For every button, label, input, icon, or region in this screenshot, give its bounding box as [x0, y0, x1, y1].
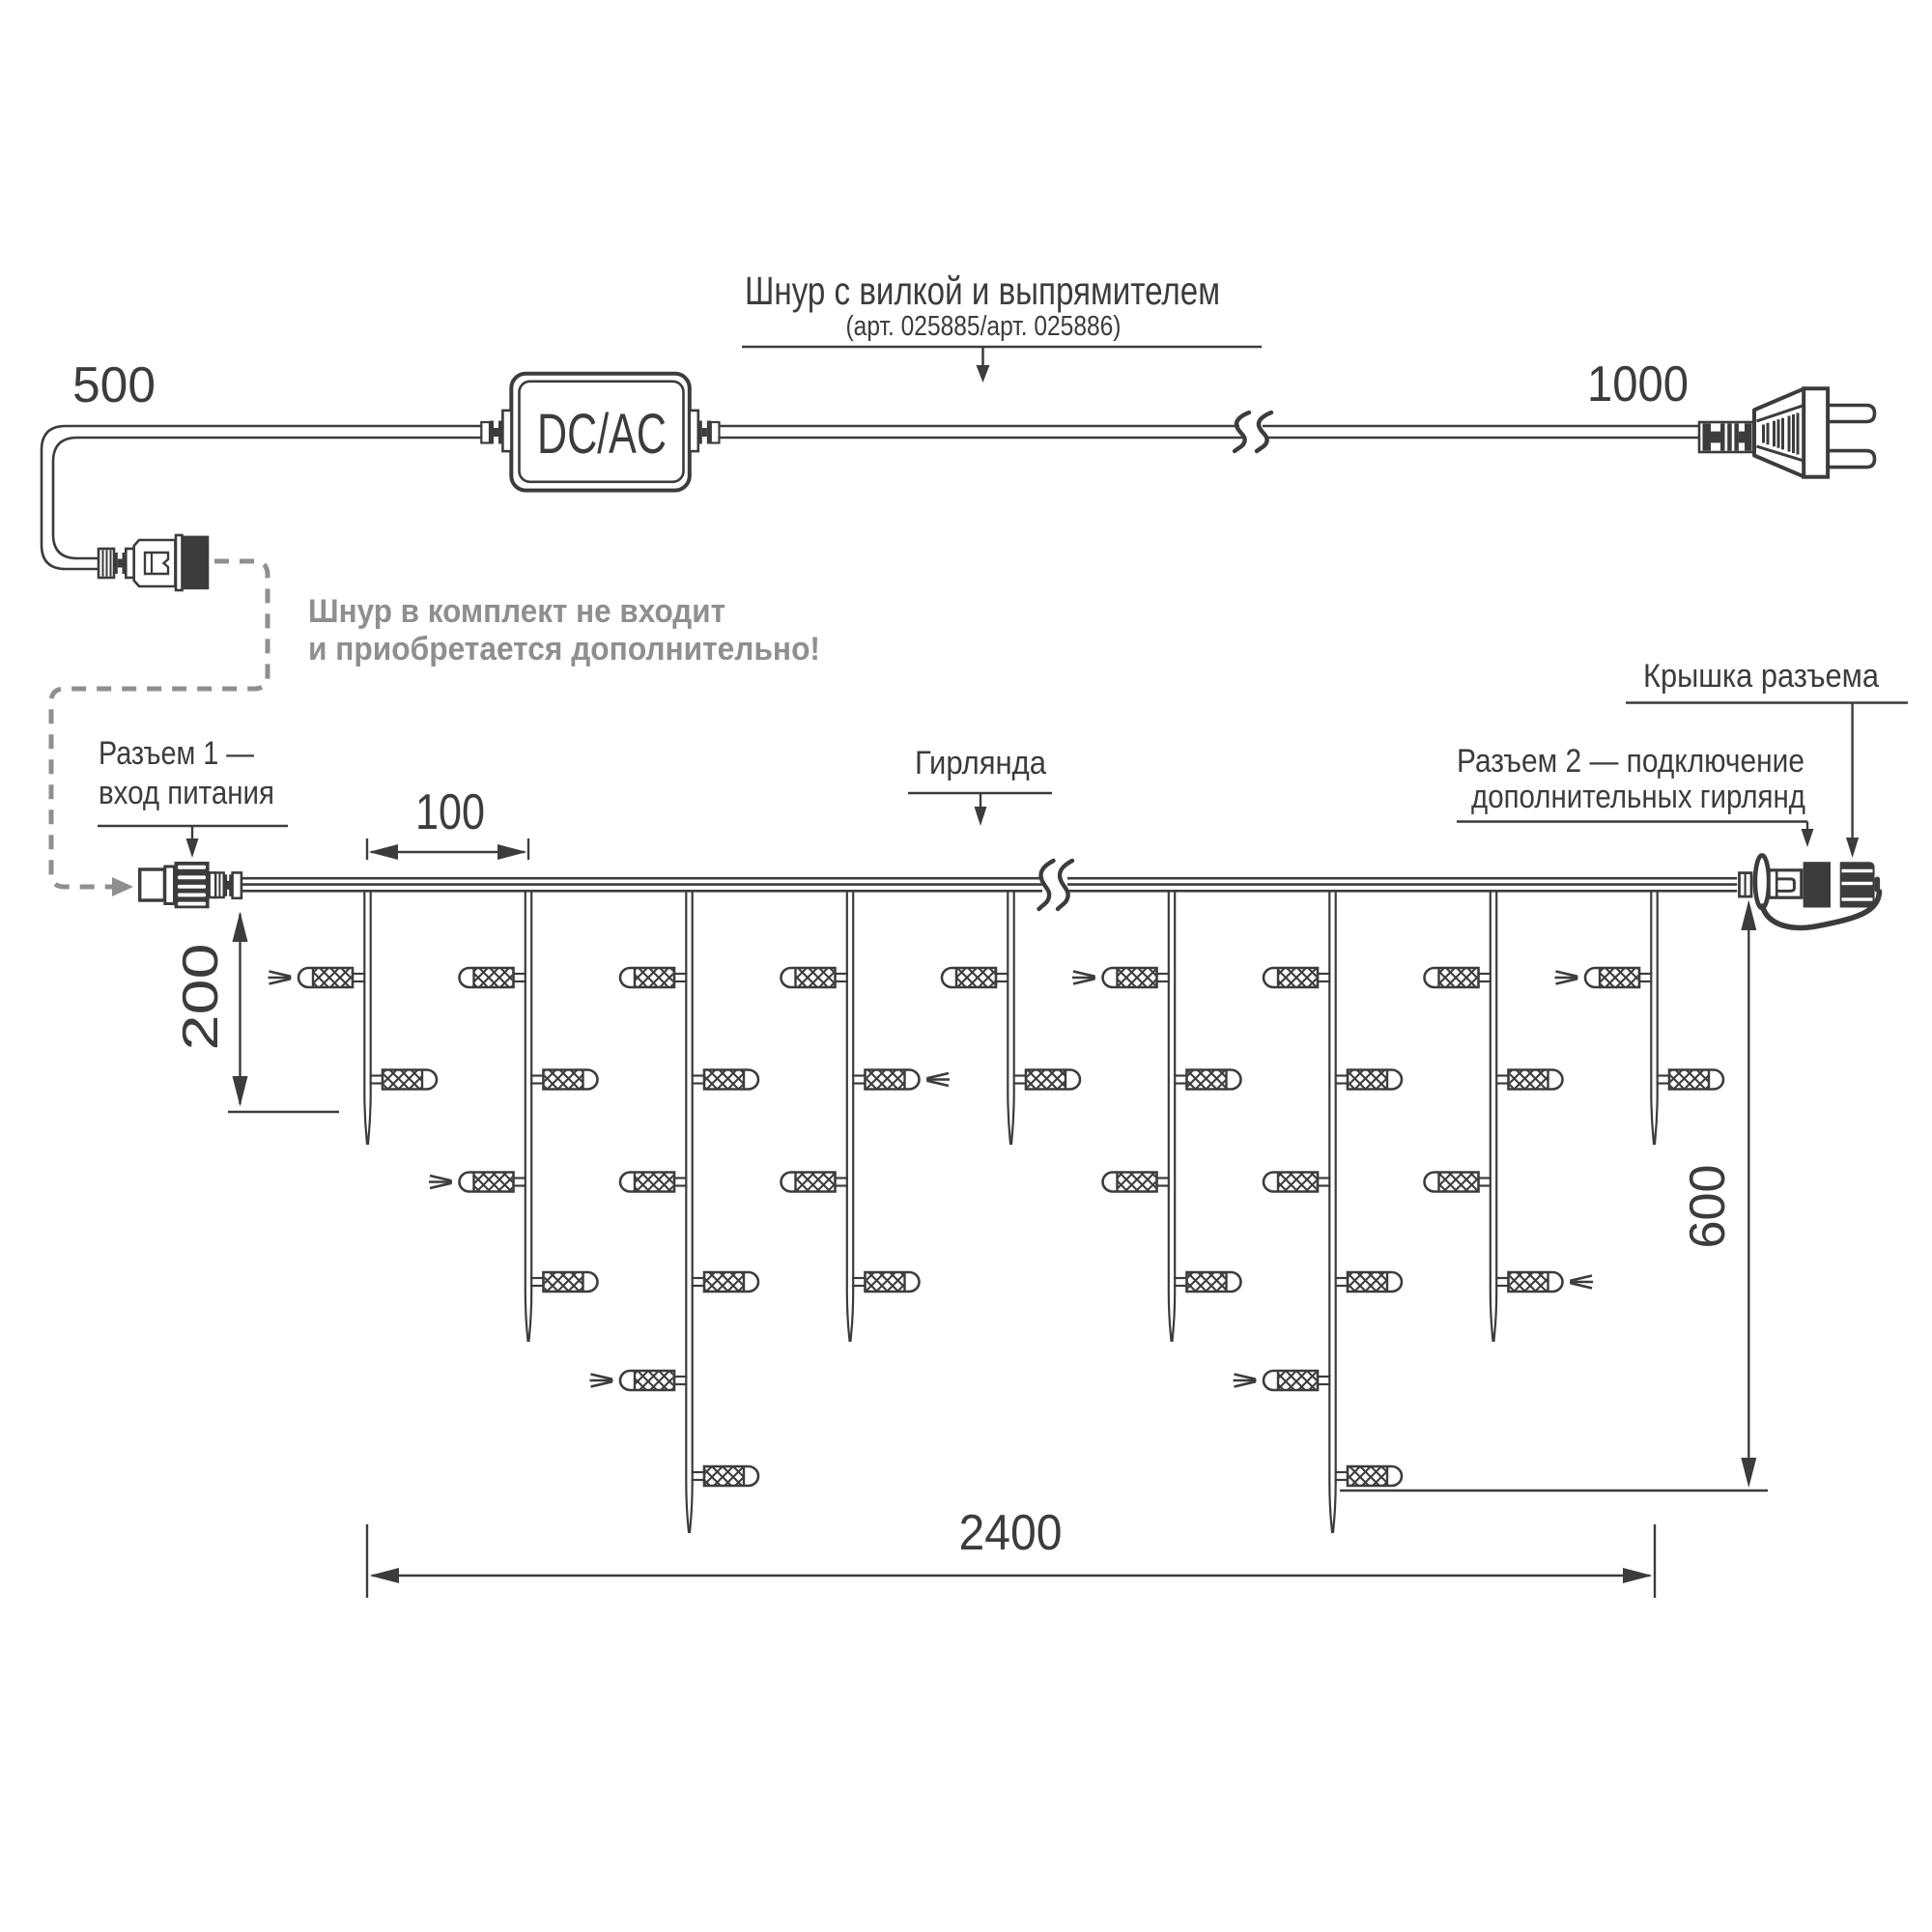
- svg-text:Разъем 2 — подключение: Разъем 2 — подключение: [1457, 743, 1804, 780]
- svg-text:(арт. 025885/арт. 025886): (арт. 025885/арт. 025886): [846, 311, 1122, 342]
- svg-text:Шнур с вилкой и выпрямителем: Шнур с вилкой и выпрямителем: [745, 269, 1220, 313]
- svg-text:Разъем 1 —: Разъем 1 —: [99, 735, 254, 772]
- svg-text:Шнур в комплект не входит: Шнур в комплект не входит: [308, 593, 725, 630]
- svg-text:500: 500: [72, 357, 156, 413]
- svg-text:200: 200: [173, 944, 229, 1051]
- svg-text:дополнительных гирлянд: дополнительных гирлянд: [1471, 779, 1805, 815]
- svg-text:Гирлянда: Гирлянда: [915, 745, 1046, 781]
- svg-text:1000: 1000: [1587, 356, 1689, 412]
- svg-text:600: 600: [1680, 1165, 1736, 1249]
- svg-text:2400: 2400: [959, 1505, 1063, 1561]
- svg-text:и приобретается дополнительно!: и приобретается дополнительно!: [308, 631, 820, 668]
- svg-text:вход питания: вход питания: [99, 775, 274, 811]
- svg-text:100: 100: [415, 784, 485, 840]
- svg-text:Крышка разъема: Крышка разъема: [1643, 658, 1879, 695]
- svg-text:DC/AC: DC/AC: [537, 403, 667, 466]
